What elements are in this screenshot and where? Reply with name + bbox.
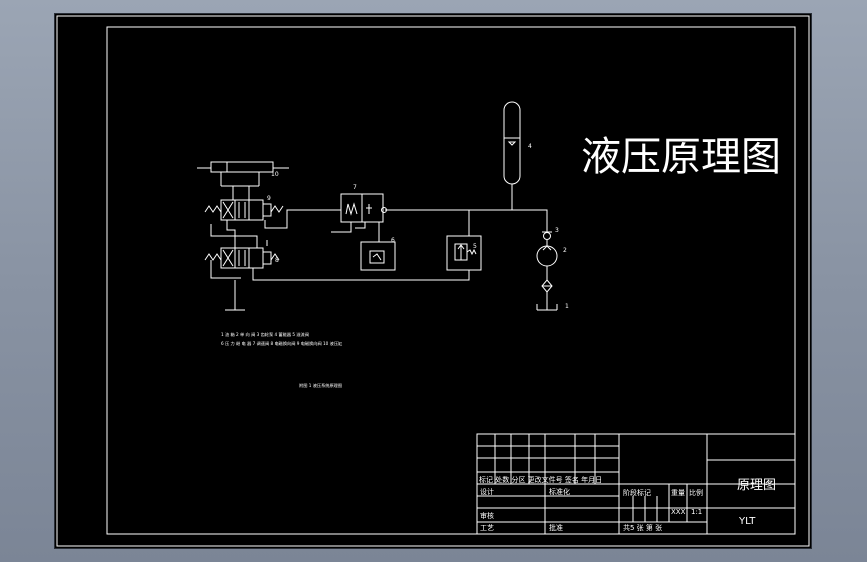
tb-approve: 批准 [549,523,563,532]
label-1: 1 [565,303,569,310]
tb-process: 工艺 [480,524,494,532]
label-5: 5 [473,243,477,250]
title-block [476,433,796,535]
flow-control-valve [340,193,387,223]
cylinder-ports [232,186,250,200]
valve7-drain [331,222,366,233]
drawing-sheet: 液压原理图 4 3 2 1 5 [55,14,811,548]
pressure-line [385,209,548,232]
relief-valve [446,235,482,271]
label-3: 3 [555,227,559,234]
label-10: 10 [271,171,279,178]
hydraulic-cylinder [197,161,289,187]
pipe-b [226,220,236,248]
tb-weight-value: XXX [671,508,686,516]
tb-scale: 比例 [689,488,703,497]
label-7: 7 [353,184,357,191]
label-4: 4 [528,143,532,150]
drawing-title: 液压原理图 [581,134,781,180]
tb-sheet-info: 共5 张 第 张 [623,523,662,532]
legend-line-2: 6 压 力 继 电 器 7 调速阀 8 电磁换向阀 9 电磁换向阀 10 液压缸 [221,340,343,347]
outer-border [56,15,810,547]
tb-drawing-name: 原理图 [737,478,776,493]
tb-scale-value: 1:1 [691,508,702,516]
accumulator [503,101,521,210]
tb-design: 设计 [480,487,494,496]
pipe-c [264,220,288,229]
figure-caption: 附图 1 液压系统原理图 [299,382,342,389]
tb-revision-header: 标记 处数 分区 更改文件号 签名 年月日 [479,475,602,484]
label-2: 2 [563,247,567,254]
hydraulic-schematic: 液压原理图 4 3 2 1 5 [56,15,810,547]
gear-pump [536,245,558,267]
label-8: 8 [275,257,279,264]
inner-border [106,26,796,535]
tb-drawing-code: YLT [738,516,756,527]
pressure-switch [360,241,396,271]
return-left [210,260,241,279]
filter [541,279,553,293]
tb-stage-mark: 阶段标记 [623,488,651,497]
tb-standardize: 标准化 [549,487,570,496]
tb-review: 审核 [480,511,494,520]
directional-valve-lower [204,247,280,269]
legend-line-1: 1 油 箱 2 单 向 阀 3 齿轮泵 4 蓄能器 5 溢流阀 [221,331,309,338]
directional-valve-upper [204,199,284,221]
label-9: 9 [267,195,271,202]
tb-weight: 重量 [671,489,685,497]
return-line [252,268,470,281]
label-6: 6 [391,237,395,244]
pipe-a [210,224,258,248]
tank [536,304,558,311]
check-valve [542,231,552,240]
valve7-line [286,209,341,222]
